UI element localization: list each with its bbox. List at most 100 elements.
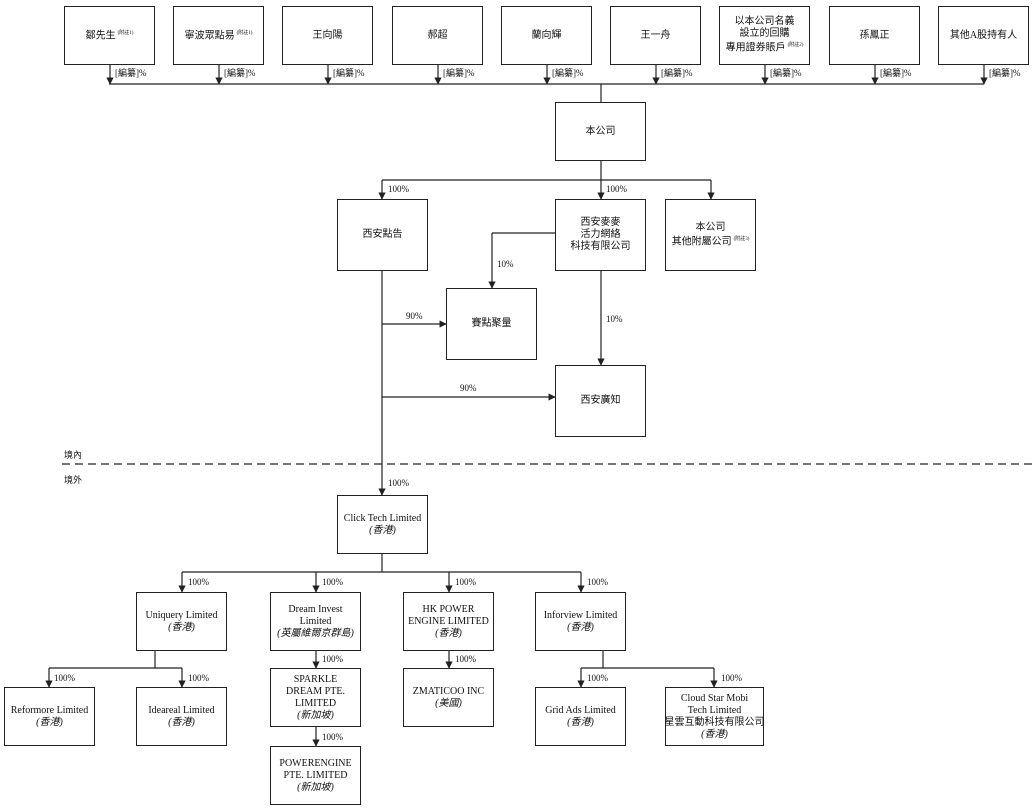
shareholder-box[interactable]: 其他A股持有人 (938, 6, 1029, 65)
pct-label-click-tech: 100% (388, 478, 409, 488)
uniquery-box[interactable]: Uniquery Limited(香港) (136, 592, 227, 651)
shareholding-pct-label: [編纂]% (989, 68, 1021, 78)
entity-name-line: ZMATICOO INC (412, 685, 485, 697)
ownership-pct-label: 100% (587, 673, 608, 683)
shareholding-pct-label: [編纂]% (552, 68, 584, 78)
entity-jurisdiction: (香港) (435, 627, 462, 639)
shareholder-note: (附註2) (787, 43, 804, 49)
shareholder-note: (附註1) (117, 31, 134, 37)
entity-name-line: HK POWER (422, 603, 475, 615)
ownership-pct-label: 100% (455, 577, 476, 587)
shareholder-note: (附註1) (236, 31, 253, 37)
entity-jurisdiction: (香港) (701, 728, 728, 740)
shareholder-name: 其他A股持有人 (950, 30, 1017, 42)
entity-jurisdiction: (香港) (168, 716, 195, 728)
shareholder-box[interactable]: 王一舟 (610, 6, 701, 65)
click-tech-place: (香港) (369, 524, 396, 536)
pct-label-guangzhi-maimai: 10% (606, 314, 623, 324)
shareholder-name: 鄒先生(附註1) (86, 28, 134, 42)
grid-ads-box[interactable]: Grid Ads Limited(香港) (535, 687, 626, 746)
shareholder-box[interactable]: 寧波眾點易(附註1) (173, 6, 264, 65)
saidian-box[interactable]: 賽點聚量 (446, 288, 537, 360)
entity-jurisdiction: (香港) (567, 621, 594, 633)
xian-dianggao-box[interactable]: 西安點告 (337, 199, 428, 271)
zone-label-onshore: 境內 (64, 450, 83, 460)
xian-guangzhi-name: 西安廣知 (580, 395, 621, 406)
shareholding-pct-label: [編纂]% (115, 68, 147, 78)
shareholding-pct-label: [編纂]% (770, 68, 802, 78)
xian-maimai-line-2: 活力網絡 (580, 229, 621, 240)
entity-name-line: DREAM PTE. (286, 685, 345, 697)
shareholder-name-text: 鄒先生 (85, 30, 116, 42)
shareholder-name-text: 寧波眾點易 (184, 30, 235, 42)
other-subsidiaries-box[interactable]: 本公司 其他附屬公司(附註3) (665, 199, 756, 271)
entity-jurisdiction: (英屬維爾京群島) (277, 627, 354, 639)
shareholder-name-text: 以本公司名義 (734, 16, 795, 28)
shareholder-box[interactable]: 蘭向輝 (501, 6, 592, 65)
inforview-box[interactable]: Inforview Limited(香港) (535, 592, 626, 651)
entity-name-line: POWERENGINE (279, 757, 352, 769)
pct-label-dianggao: 100% (388, 184, 409, 194)
entity-name-line: SPARKLE (293, 673, 338, 685)
shareholder-name: 專用證券賬戶(附註2) (726, 40, 804, 54)
shareholder-name: 王一舟 (641, 30, 671, 42)
idealreal-box[interactable]: Ideareal Limited(香港) (136, 687, 227, 746)
xian-maimai-line-1: 西安麥麥 (580, 217, 621, 228)
ownership-pct-label: 100% (188, 577, 209, 587)
entity-name-line: LIMITED (294, 697, 337, 709)
company-name: 本公司 (585, 125, 616, 137)
shareholder-name-text: 設立的回購 (739, 28, 790, 40)
entity-jurisdiction: (香港) (36, 716, 63, 728)
entity-jurisdiction: (新加坡) (297, 709, 334, 721)
other-subs-line-2-wrap: 其他附屬公司(附註3) (672, 234, 750, 248)
entity-jurisdiction: (香港) (567, 716, 594, 728)
shareholder-name-text: 孫鳳正 (859, 29, 890, 41)
shareholder-name: 寧波眾點易(附註1) (185, 28, 253, 42)
entity-name-line: 星雲互動科技有限公司 (664, 716, 765, 728)
shareholding-pct-label: [編纂]% (224, 68, 256, 78)
xian-guangzhi-box[interactable]: 西安廣知 (555, 365, 646, 437)
entity-jurisdiction: (新加坡) (297, 781, 334, 793)
ownership-pct-label: 100% (54, 673, 75, 683)
click-tech-box[interactable]: Click Tech Limited (香港) (337, 495, 428, 554)
entity-name-line: Dream Invest (288, 603, 343, 615)
shareholder-box[interactable]: 鄒先生(附註1) (64, 6, 155, 65)
shareholder-name-text: 專用證券賬戶 (725, 42, 786, 54)
entity-name-line: Uniquery Limited (145, 609, 218, 621)
shareholder-name: 以本公司名義 (735, 16, 795, 28)
entity-name-line: Cloud Star Mobi (680, 692, 749, 704)
pct-label-saidian-dianggao: 90% (406, 311, 423, 321)
shareholder-name: 王向陽 (313, 30, 343, 42)
entity-name-line: Limited (299, 615, 332, 627)
entity-name-line: PTE. LIMITED (283, 769, 348, 781)
entity-name-line: Inforview Limited (543, 609, 618, 621)
ownership-pct-label: 100% (322, 732, 343, 742)
entity-jurisdiction: (香港) (168, 621, 195, 633)
shareholder-box[interactable]: 孫鳳正 (829, 6, 920, 65)
ownership-pct-label: 100% (322, 577, 343, 587)
shareholder-name-text: 蘭向輝 (531, 29, 562, 41)
shareholder-box[interactable]: 郝超 (392, 6, 483, 65)
entity-name-line: Ideareal Limited (148, 704, 215, 716)
zone-label-offshore: 境外 (64, 475, 83, 485)
shareholder-name: 蘭向輝 (532, 30, 562, 42)
saidian-name: 賽點聚量 (471, 318, 512, 329)
company-box[interactable]: 本公司 (555, 102, 646, 161)
pct-label-saidian-maimai: 10% (497, 259, 514, 269)
ownership-pct-label: 100% (455, 654, 476, 664)
other-subs-note: (附註3) (733, 236, 750, 242)
xian-maimai-box[interactable]: 西安麥麥 活力網絡 科技有限公司 (555, 199, 646, 271)
shareholding-pct-label: [編纂]% (333, 68, 365, 78)
reformore-box[interactable]: Reformore Limited(香港) (4, 687, 95, 746)
xian-maimai-line-3: 科技有限公司 (570, 241, 631, 252)
shareholder-box[interactable]: 王向陽 (282, 6, 373, 65)
shareholder-box[interactable]: 以本公司名義設立的回購專用證券賬戶(附註2) (719, 6, 810, 65)
zmaticoo-box[interactable]: ZMATICOO INC(美國) (403, 668, 494, 727)
shareholder-name: 孫鳳正 (860, 30, 890, 42)
